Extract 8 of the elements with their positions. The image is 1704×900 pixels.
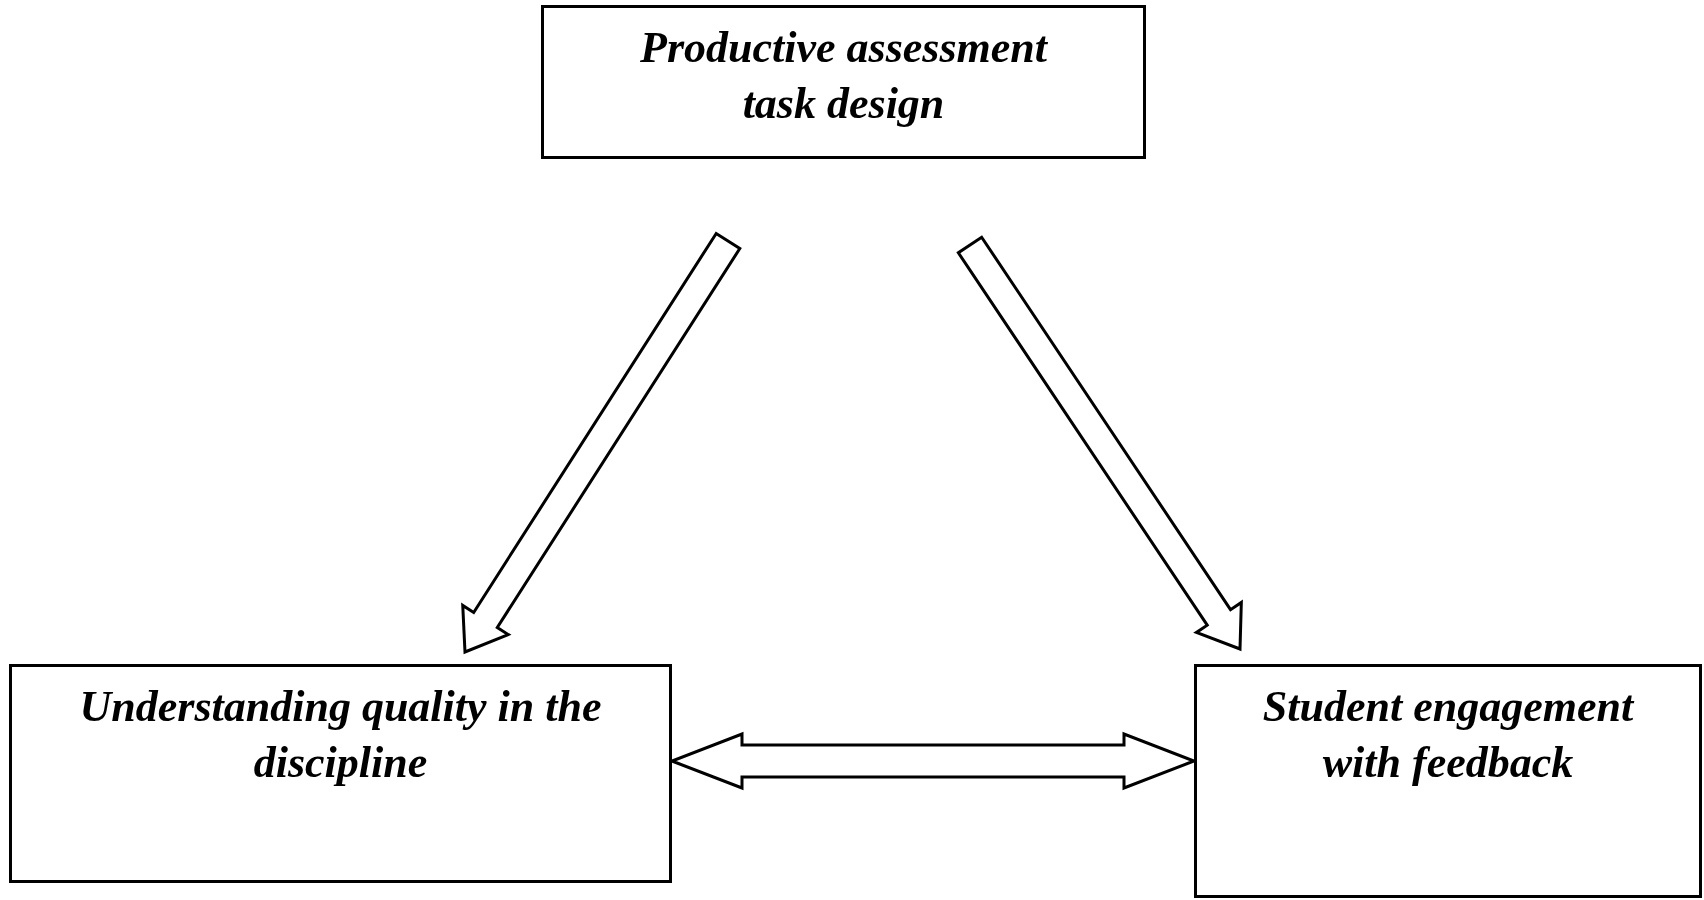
process-box: [541, 5, 1146, 159]
box-label: Student engagement with feedback: [1261, 681, 1636, 789]
process-box: [1194, 664, 1702, 898]
box-label: Understanding quality in the discipline: [78, 681, 603, 789]
block-arrow: [461, 231, 742, 655]
block-arrow: [956, 235, 1243, 652]
box-label: Productive assessment task design: [639, 22, 1049, 130]
process-box: [9, 664, 672, 883]
